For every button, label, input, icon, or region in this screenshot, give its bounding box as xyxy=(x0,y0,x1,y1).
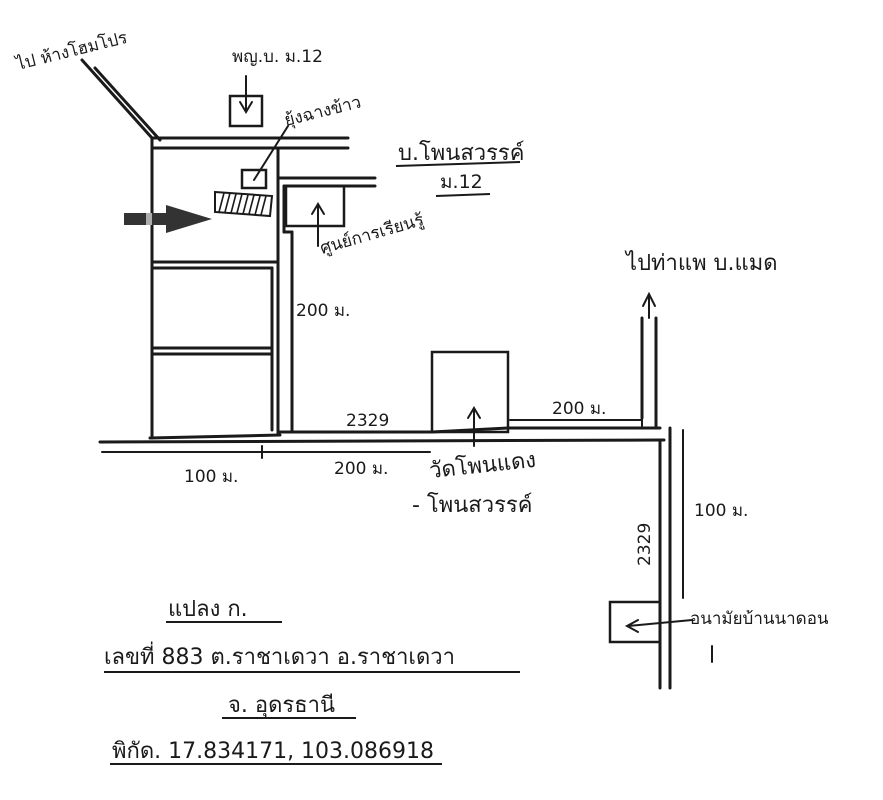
road-to-homepro-edge xyxy=(93,66,162,142)
underline-village-moo xyxy=(435,193,491,197)
footer-address: เลขที่ 883 ต.ราชาเดวา อ.ราชาเดวา xyxy=(104,641,455,670)
label-village-office: พญ.บ. ม.12 xyxy=(232,47,323,67)
footer-province: จ. อุดรธานี xyxy=(228,693,335,718)
label-village-moo: ม.12 xyxy=(440,171,483,193)
label-health-station: อนามัยบ้านนาดอน xyxy=(690,609,829,629)
target-plot-hatch xyxy=(214,190,274,218)
temple-box xyxy=(430,350,510,434)
road-main-lower xyxy=(98,438,666,444)
road-right-up-arrow xyxy=(642,291,656,319)
label-learning-center: ศูนย์การเรียนรู้ xyxy=(318,210,426,259)
label-to-homepro: ไป ห้างโฮมโปร xyxy=(12,27,129,75)
location-arrow-icon xyxy=(124,205,212,233)
label-temple-line1: วัดโพนแดง xyxy=(428,447,537,484)
footer-title: แปลง ก. xyxy=(168,597,248,622)
label-dist-200-right: 200 ม. xyxy=(552,399,606,419)
learning-center-arrow xyxy=(311,202,325,247)
road-main-left-upper xyxy=(148,433,282,440)
label-dist-200-bottom: 200 ม. xyxy=(334,459,388,479)
label-road-2329-vertical: 2329 xyxy=(635,523,655,566)
label-dist-100-left: 100 ม. xyxy=(184,467,238,487)
label-to-thaphae: ไปท่าแพ บ.แมด xyxy=(624,250,778,276)
rice-mill-leader xyxy=(253,125,289,181)
temple-arrow xyxy=(467,406,481,447)
label-dist-200-vertical: 200 ม. xyxy=(296,301,350,321)
village-office-arrow xyxy=(239,75,253,114)
footer-coords: พิกัด. 17.834171, 103.086918 xyxy=(112,739,434,764)
label-temple-line2: - โพนสวรรค์ xyxy=(412,492,532,518)
road-main-upper xyxy=(278,426,662,434)
label-rice-mill: ยุ้งฉางข้าว xyxy=(282,92,363,130)
road-to-homepro xyxy=(80,58,154,140)
label-road-2329-top: 2329 xyxy=(346,411,389,431)
rice-mill-box xyxy=(240,168,268,190)
underline-village-name xyxy=(395,161,521,167)
learning-center-box xyxy=(284,184,346,228)
label-dist-100-right: 100 ม. xyxy=(694,501,748,521)
health-station-arrow xyxy=(624,619,693,633)
dim-100-left xyxy=(101,445,263,459)
